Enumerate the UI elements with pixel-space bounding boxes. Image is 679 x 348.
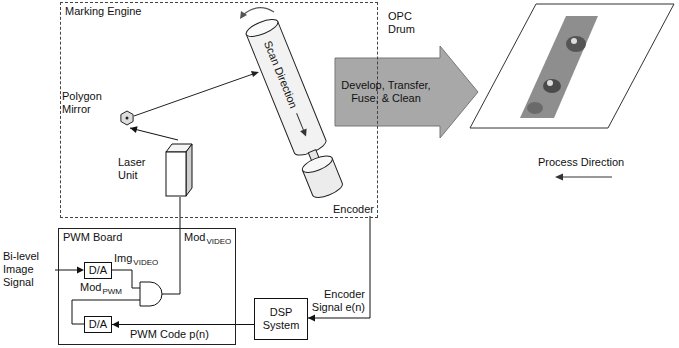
group-title: Marking Engine xyxy=(65,5,141,18)
signal-subscript: PWM xyxy=(102,287,122,297)
box-label: D/A xyxy=(89,318,107,331)
and-gate xyxy=(140,282,162,306)
image-blob xyxy=(566,36,586,52)
engine-boundary: Marking EnginePolygon MirrorLaser UnitEn… xyxy=(60,2,378,218)
image-blob xyxy=(527,102,543,114)
scan-arrowhead xyxy=(300,129,309,138)
laser-beam xyxy=(134,74,253,116)
converter-box: D/A xyxy=(84,316,112,333)
image-blob xyxy=(543,79,561,93)
signal-subscript: VIDEO xyxy=(206,237,231,247)
rotation-arrow xyxy=(243,8,274,15)
connector xyxy=(112,324,254,325)
signal-name: Mod xyxy=(80,281,101,294)
encoder-cap xyxy=(300,153,334,176)
signal-name: Bi-level Image Signal xyxy=(3,250,53,289)
mod-wire xyxy=(162,197,180,294)
process-box: DSP System xyxy=(254,298,308,340)
converter-box: D/A xyxy=(84,262,112,279)
signal-name: Img xyxy=(114,252,132,265)
connector xyxy=(130,128,178,140)
rotation-arrowhead xyxy=(240,11,247,19)
beam-arrowhead xyxy=(251,71,259,77)
printed-page xyxy=(470,4,674,128)
arrowhead xyxy=(308,315,315,322)
laser-node: Laser Unit xyxy=(116,140,194,200)
image-highlight xyxy=(571,38,577,44)
drum-cap xyxy=(244,16,280,40)
img-wire xyxy=(112,270,140,288)
input-arrowhead xyxy=(77,267,84,274)
direction-arrowhead xyxy=(555,174,563,181)
polygon-mirror xyxy=(121,111,133,125)
part-label: Laser Unit xyxy=(118,156,162,182)
drum-body xyxy=(246,22,328,159)
mirror-axis xyxy=(126,117,129,120)
laser-front xyxy=(166,152,186,196)
arrowhead xyxy=(130,126,138,133)
group-title: PWM Board xyxy=(63,231,122,244)
signal-subscript: VIDEO xyxy=(133,258,158,268)
direction-arrow xyxy=(562,177,612,178)
printed-image xyxy=(520,16,598,118)
laser-side xyxy=(186,144,192,196)
arrowhead xyxy=(112,321,119,328)
step-label: Develop, Transfer, Fuse, & Clean xyxy=(340,79,432,105)
image-highlight xyxy=(547,80,553,86)
opc-drum xyxy=(244,16,345,201)
encoder-node: Encoder xyxy=(304,160,376,216)
signal-name: Mod xyxy=(184,231,205,244)
signal-name: Encoder Signal e(n) xyxy=(303,288,365,314)
process-arrow xyxy=(335,46,478,138)
mirror-node: Polygon Mirror xyxy=(62,90,138,128)
box-label: D/A xyxy=(89,264,107,277)
part-label: OPC Drum xyxy=(388,10,422,36)
box-label: DSP System xyxy=(255,306,307,332)
signal-name: PWM Code p(n) xyxy=(130,328,209,341)
part-label: Encoder xyxy=(333,203,374,216)
direction-label: Scan Direction xyxy=(261,39,300,110)
part-label: Polygon Mirror xyxy=(62,90,112,116)
direction-label: Process Direction xyxy=(538,156,624,169)
scan-arrow xyxy=(297,113,304,131)
